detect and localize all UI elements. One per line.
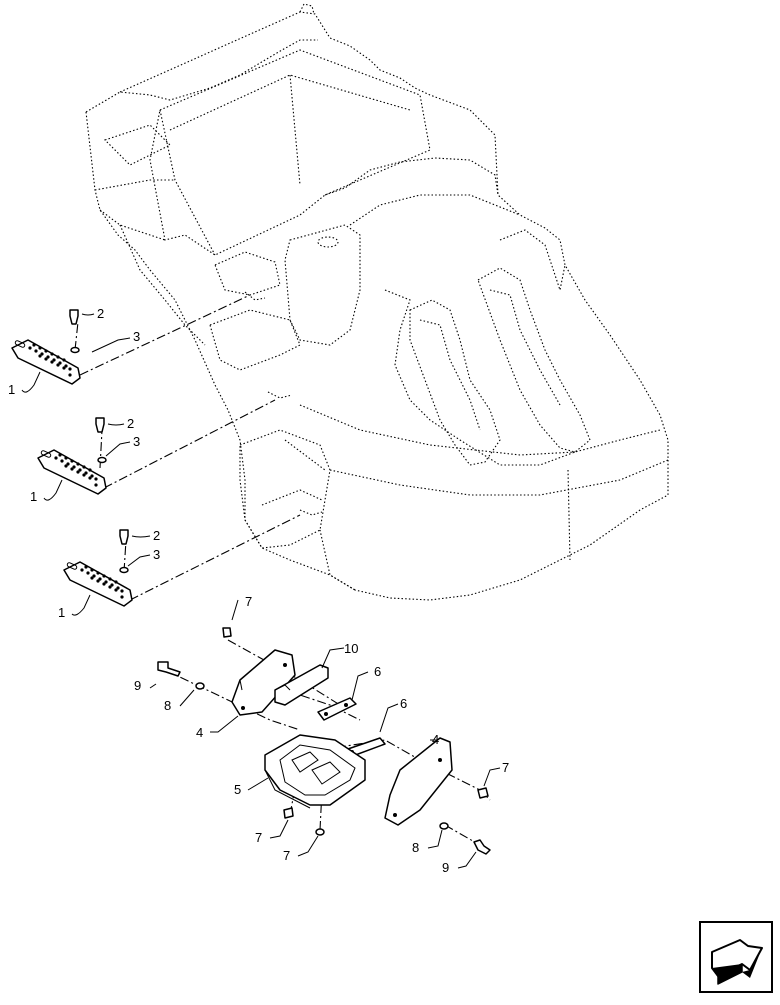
callout-8: 8 — [412, 840, 419, 855]
callout-2: 2 — [97, 306, 104, 321]
callout-ticks — [21, 313, 501, 869]
step-pad-1-middle — [37, 449, 107, 495]
next-page-arrow-icon[interactable] — [699, 921, 773, 993]
callout-8: 8 — [164, 698, 171, 713]
callout-4: 4 — [432, 732, 439, 747]
step-assembly — [157, 627, 491, 855]
callout-7: 7 — [502, 760, 509, 775]
screws-and-washers — [69, 309, 129, 574]
cab-frame-body — [85, 3, 669, 601]
callout-numbers: 1 2 3 1 2 3 1 2 3 7 10 9 8 6 4 6 4 5 7 7… — [8, 306, 509, 875]
pin-6-upper — [317, 697, 357, 721]
callout-3: 3 — [153, 547, 160, 562]
callout-9: 9 — [134, 678, 141, 693]
callout-4: 4 — [196, 725, 203, 740]
callout-1: 1 — [58, 605, 65, 620]
callout-3: 3 — [133, 329, 140, 344]
bracket-part-10 — [274, 664, 329, 706]
step-pad-1-lower — [63, 561, 133, 607]
step-pad-holes — [28, 343, 72, 377]
callout-2: 2 — [153, 528, 160, 543]
callout-3: 3 — [133, 434, 140, 449]
callout-10: 10 — [344, 641, 358, 656]
bracket-plate-right — [384, 737, 453, 826]
callout-5: 5 — [234, 782, 241, 797]
callout-1: 1 — [8, 382, 15, 397]
callout-7: 7 — [283, 848, 290, 863]
callout-7: 7 — [245, 594, 252, 609]
callout-9: 9 — [442, 860, 449, 875]
callout-2: 2 — [127, 416, 134, 431]
callout-7: 7 — [255, 830, 262, 845]
callout-6: 6 — [374, 664, 381, 679]
callout-1: 1 — [30, 489, 37, 504]
step-pad-1-upper — [11, 339, 81, 385]
callout-6: 6 — [400, 696, 407, 711]
